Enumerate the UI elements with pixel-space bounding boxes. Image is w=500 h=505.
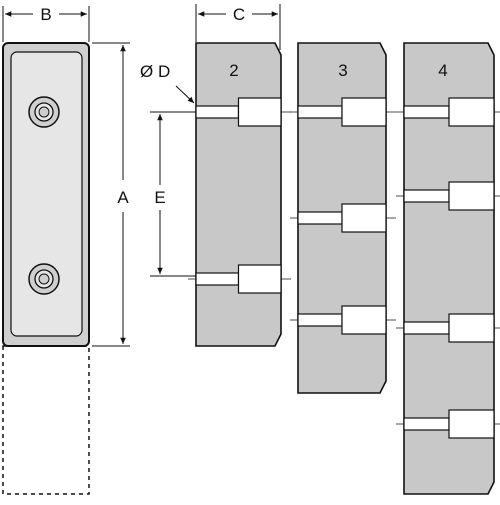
dimension-c: C xyxy=(195,4,281,50)
section-view-2: 2 xyxy=(188,42,291,347)
countersunk-hole xyxy=(396,181,500,211)
section-label: 4 xyxy=(438,61,447,80)
section-view-3: 3 xyxy=(290,42,396,394)
countersunk-hole xyxy=(188,97,291,127)
front-inner-frame xyxy=(10,51,83,337)
dimension-e: E xyxy=(150,111,196,277)
lower-hole xyxy=(28,263,60,295)
countersunk-hole xyxy=(290,203,396,233)
dimension-e-label: E xyxy=(154,188,165,207)
front-view xyxy=(2,42,90,495)
section-body xyxy=(195,42,282,347)
dimension-d: Ø D xyxy=(140,62,195,104)
countersunk-hole xyxy=(188,264,291,294)
countersunk-hole xyxy=(290,97,396,127)
dimension-b-label: B xyxy=(40,5,51,24)
dimension-a: A xyxy=(92,42,130,347)
section-view-4: 4 xyxy=(396,42,500,495)
section-variants: 2 3 4 xyxy=(188,42,500,495)
section-label: 3 xyxy=(338,61,347,80)
dimension-d-label: Ø D xyxy=(140,62,170,81)
dimension-b: B xyxy=(2,5,90,42)
extension-outline-dashed xyxy=(2,345,90,495)
upper-hole xyxy=(28,96,60,128)
dimension-c-label: C xyxy=(233,5,245,24)
section-body xyxy=(403,42,495,495)
countersunk-hole xyxy=(396,97,500,127)
countersunk-hole xyxy=(290,305,396,335)
countersunk-hole xyxy=(396,409,500,439)
countersunk-hole xyxy=(396,313,500,343)
dimension-a-label: A xyxy=(117,188,129,207)
section-label: 2 xyxy=(229,61,238,80)
